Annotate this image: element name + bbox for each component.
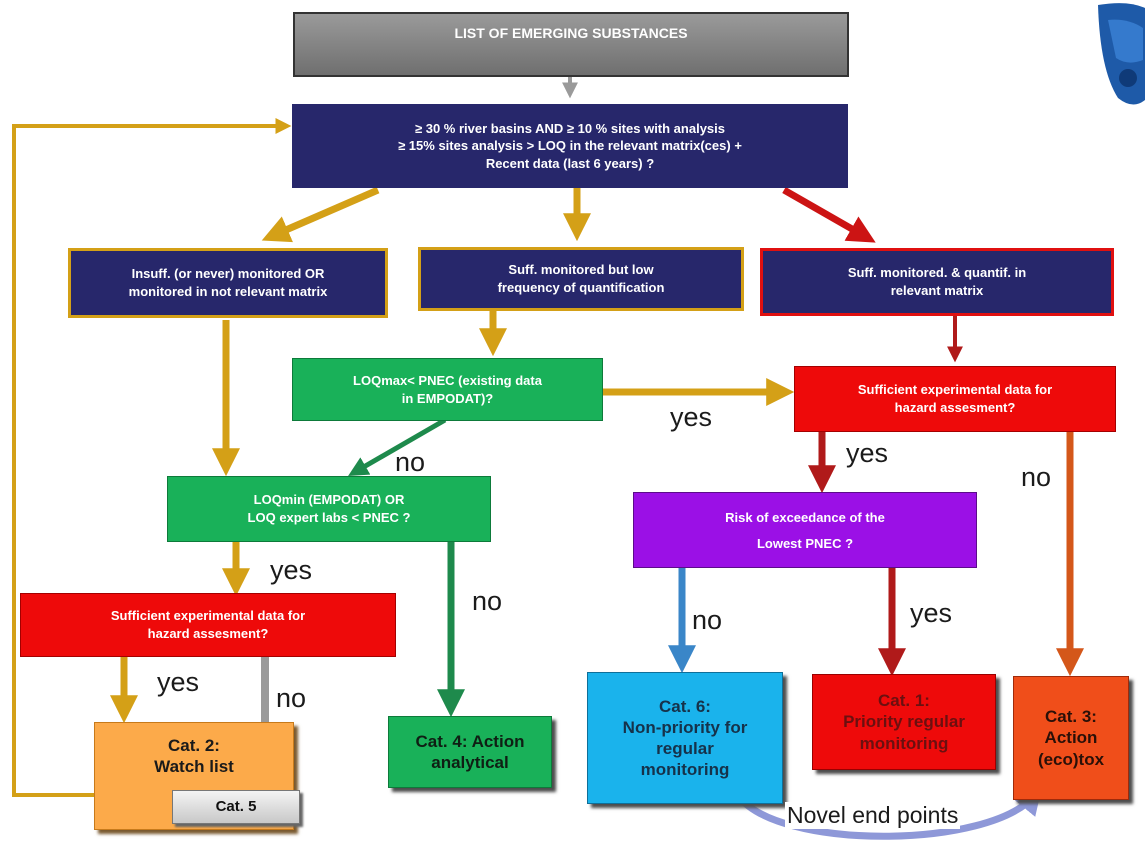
criteria-node: ≥ 30 % river basins AND ≥ 10 % sites wit…	[292, 104, 848, 188]
sufficiently-monitored-low-node: Suff. monitored but low frequency of qua…	[418, 247, 744, 311]
cat6-non-priority-node: Cat. 6: Non-priority for regular monitor…	[587, 672, 783, 804]
hazard-data-left-decision-node: Sufficient experimental data for hazard …	[20, 593, 396, 657]
loqmin-no-label: no	[472, 586, 503, 616]
loqmin-decision-node: LOQmin (EMPODAT) OR LOQ expert labs < PN…	[167, 476, 491, 542]
hazard-right-no-label: no	[1021, 462, 1052, 492]
hazard-left-yes-label: yes	[157, 667, 200, 697]
arrow-criteria-to-insuff	[261, 186, 380, 243]
hazard-right-yes-label: yes	[846, 438, 889, 468]
novel-end-points-label: Novel end points	[785, 802, 961, 829]
loqmin-yes-label: yes	[270, 555, 313, 585]
decorative-corner-image	[1098, 3, 1145, 105]
arrow-novel-end-points	[735, 786, 1043, 840]
list-emerging-substances-node: LIST OF EMERGING SUBSTANCES	[293, 12, 849, 77]
cat3-action-ecotox-node: Cat. 3: Action (eco)tox	[1013, 676, 1129, 800]
arrow-loqmax-no	[348, 417, 447, 477]
insufficiently-monitored-node: Insuff. (or never) monitored OR monitore…	[68, 248, 388, 318]
risk-no-label: no	[692, 605, 723, 635]
cat4-action-analytical-node: Cat. 4: Action analytical	[388, 716, 552, 788]
cat5-node: Cat. 5	[172, 790, 300, 824]
loqmax-decision-node: LOQmax< PNEC (existing data in EMPODAT)?	[292, 358, 603, 421]
sufficiently-monitored-quantified-node: Suff. monitored. & quantif. in relevant …	[760, 248, 1114, 316]
risk-yes-label: yes	[910, 598, 953, 628]
loqmax-yes-label: yes	[670, 402, 713, 432]
hazard-data-right-decision-node: Sufficient experimental data for hazard …	[794, 366, 1116, 432]
cat1-priority-monitoring-node: Cat. 1: Priority regular monitoring	[812, 674, 996, 770]
hazard-left-no-label: no	[276, 683, 307, 713]
loqmax-no-label: no	[395, 447, 426, 477]
risk-exceedance-decision-node: Risk of exceedance of the Lowest PNEC ?	[633, 492, 977, 568]
arrow-criteria-to-suff-quant	[782, 186, 876, 243]
arrow-loop-to-criteria	[12, 118, 292, 797]
